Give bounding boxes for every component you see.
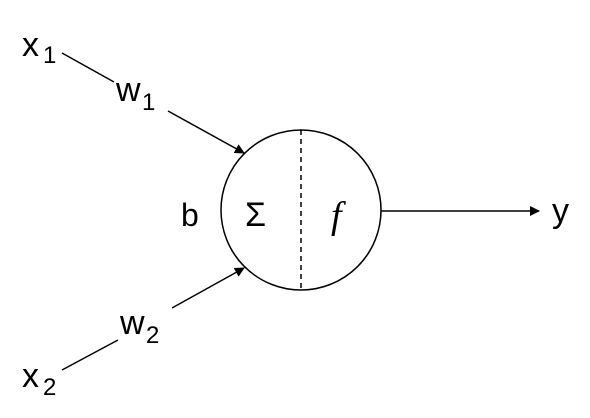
w2-main-text: w (119, 304, 145, 342)
input-x1-label: x 1 (22, 26, 56, 69)
weight-w2-label: w 2 (119, 304, 159, 349)
w2-subscript-text: 2 (146, 322, 159, 349)
weight-w1-label: w 1 (115, 71, 155, 116)
x1-main-text: x (22, 26, 39, 64)
activation-function-symbol: f (331, 195, 346, 237)
bias-label: b (181, 197, 199, 233)
x1-subscript-text: 1 (43, 42, 56, 69)
summation-symbol: Σ (245, 196, 266, 234)
w1-main-text: w (115, 71, 141, 109)
x2-main-text: x (22, 357, 39, 395)
x2-subscript-text: 2 (43, 374, 56, 401)
input-x2-label: x 2 (22, 357, 56, 401)
w1-subscript-text: 1 (142, 89, 155, 116)
arrow-w2-to-neuron (171, 267, 245, 309)
output-y-label: y (552, 192, 569, 230)
arrow-w1-to-neuron (167, 110, 245, 154)
edge-x1-to-w1 (61, 52, 115, 83)
edge-x2-to-w2 (61, 339, 119, 371)
